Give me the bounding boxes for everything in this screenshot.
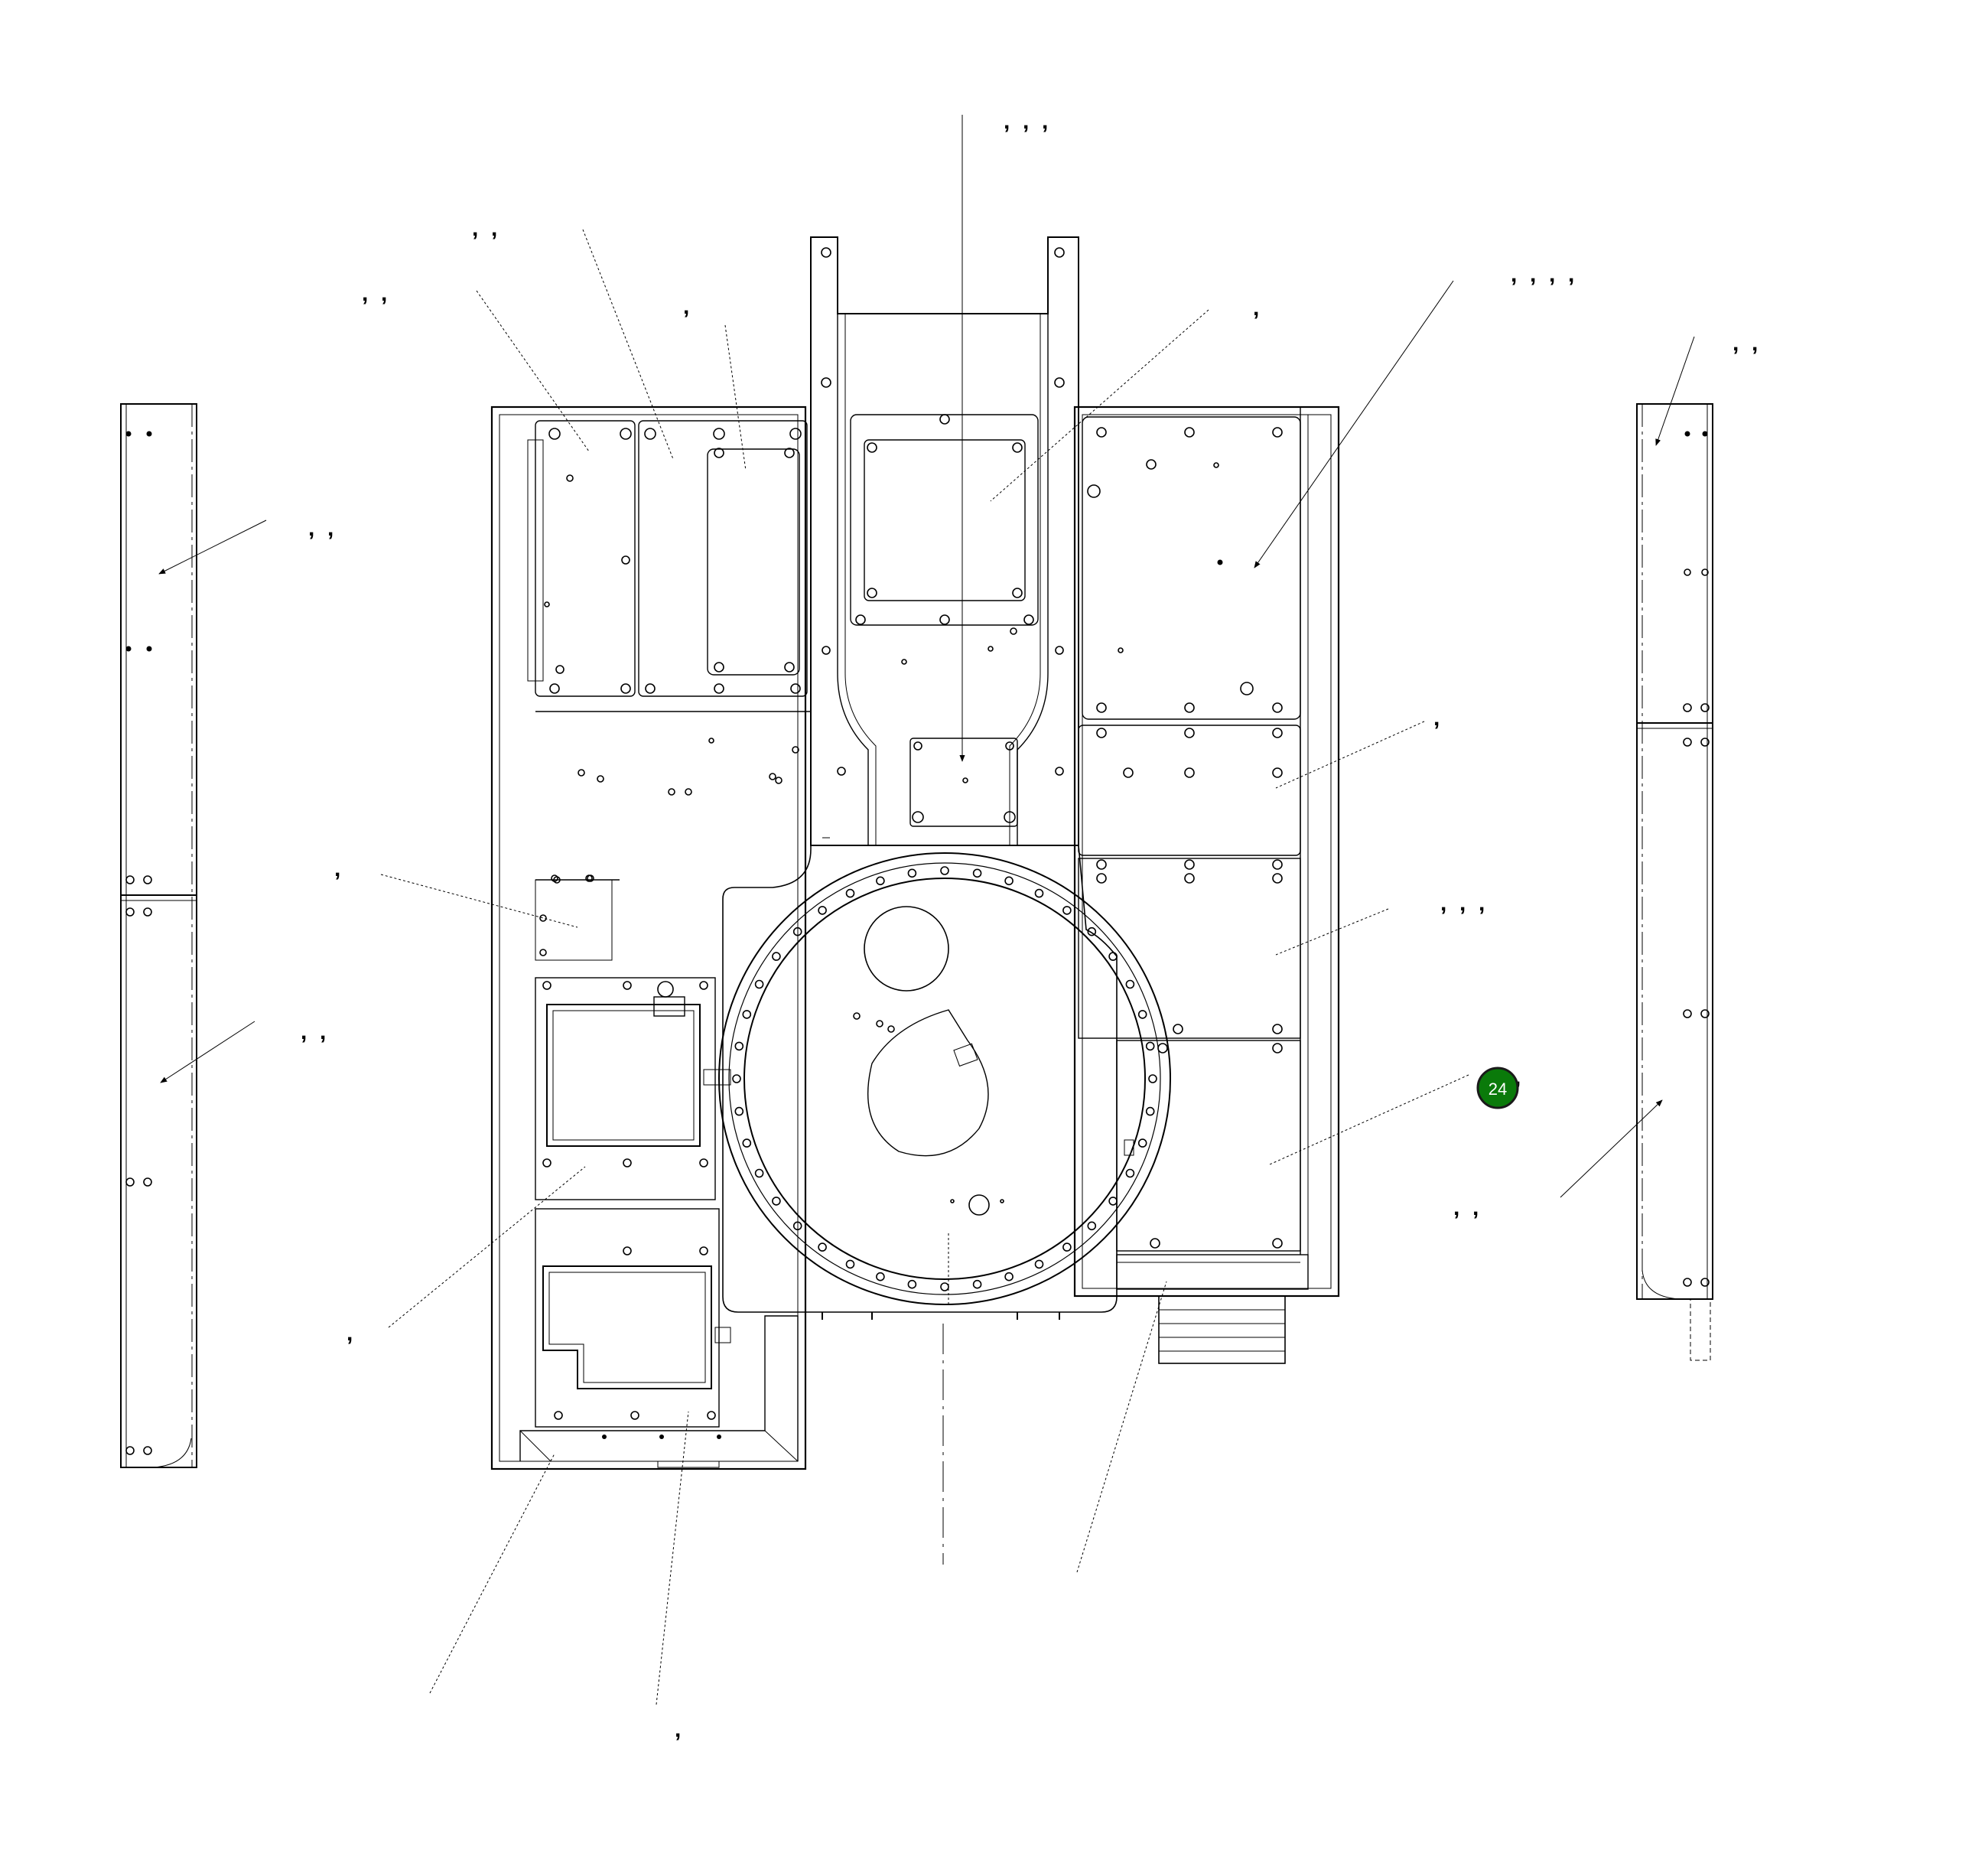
- callout-right-middle: , , ,: [1440, 891, 1485, 916]
- bolt-hole: [1137, 1010, 1147, 1019]
- callout-top-left-a: , ,: [472, 216, 497, 241]
- bolt-hole: [845, 888, 855, 898]
- callout-top-left-c: ,: [683, 294, 689, 319]
- turntable-bolt-ring: [732, 866, 1157, 1291]
- lower-left-panels: [535, 738, 799, 1439]
- access-step: [1158, 1295, 1286, 1364]
- hotspot-marker[interactable]: 24: [1476, 1067, 1519, 1109]
- bolt-hole: [754, 1168, 764, 1178]
- bolt-hole: [1087, 926, 1097, 936]
- bolt-hole: [1062, 1242, 1072, 1252]
- bolt-hole: [772, 952, 781, 961]
- upper-left-panels: [535, 420, 811, 712]
- bolt-hole: [972, 1279, 982, 1289]
- bolt-hole: [907, 868, 917, 878]
- bolt-hole: [1125, 979, 1135, 989]
- bolt-hole: [792, 1221, 802, 1231]
- leader-lines: [158, 115, 1695, 1705]
- bolt-hole: [1034, 888, 1044, 898]
- bolt-hole: [1034, 1259, 1044, 1269]
- center-mast: [810, 236, 1079, 846]
- bolt-hole: [940, 1282, 949, 1291]
- right-side-rail: [1636, 403, 1713, 1361]
- turntable: [718, 845, 1171, 1320]
- bolt-hole: [876, 1272, 885, 1281]
- bolt-hole: [772, 1197, 781, 1206]
- bolt-hole: [742, 1138, 752, 1148]
- bolt-hole: [1004, 1272, 1014, 1281]
- callout-left-upper: , ,: [308, 516, 334, 541]
- callout-right-upper: ,: [1433, 705, 1440, 731]
- bolt-hole: [1108, 952, 1118, 961]
- bolt-hole: [940, 866, 949, 875]
- bolt-hole: [1087, 1221, 1097, 1231]
- bolt-hole: [1145, 1106, 1155, 1116]
- callout-bottom-center: ,: [675, 1717, 681, 1742]
- callout-top-left-b: , ,: [362, 281, 387, 306]
- bolt-hole: [1145, 1041, 1155, 1051]
- right-panels: [1078, 416, 1301, 1252]
- callout-right-lower: ,: [1515, 1065, 1521, 1090]
- callout-right-bottom: , ,: [1453, 1195, 1479, 1220]
- callout-left-lower: , ,: [301, 1019, 326, 1044]
- left-side-rail: [120, 403, 197, 1468]
- bolt-hole: [1108, 1197, 1118, 1206]
- callout-mid-left: ,: [334, 856, 340, 881]
- bolt-hole: [845, 1259, 855, 1269]
- bolt-hole: [876, 876, 885, 886]
- callout-lower-left: ,: [347, 1321, 353, 1346]
- bolt-hole: [1004, 876, 1014, 886]
- bolt-hole: [1137, 1138, 1147, 1148]
- bolt-hole: [818, 906, 827, 915]
- bolt-hole: [734, 1106, 744, 1116]
- bolt-hole: [732, 1074, 741, 1083]
- marker-circle[interactable]: [1476, 1067, 1519, 1109]
- bolt-hole: [742, 1010, 752, 1019]
- bolt-hole: [972, 868, 982, 878]
- callout-top-right-b: , ,: [1733, 331, 1758, 356]
- callout-top-right-a: , , , ,: [1511, 262, 1574, 287]
- bolt-hole: [907, 1279, 917, 1289]
- bolt-hole: [818, 1242, 827, 1252]
- callout-top-mid-right: ,: [1253, 295, 1259, 321]
- bolt-hole: [734, 1041, 744, 1051]
- marker-label[interactable]: 24: [1489, 1080, 1507, 1099]
- callout-top-center: , , ,: [1004, 109, 1048, 134]
- bolt-hole: [1062, 906, 1072, 915]
- bolt-hole: [1125, 1168, 1135, 1178]
- bolt-hole: [754, 979, 764, 989]
- bolt-hole: [792, 926, 802, 936]
- callout-labels: , , , , , , , , , , , , , , , , , , , , …: [301, 109, 1758, 1742]
- bolt-hole: [1148, 1074, 1157, 1083]
